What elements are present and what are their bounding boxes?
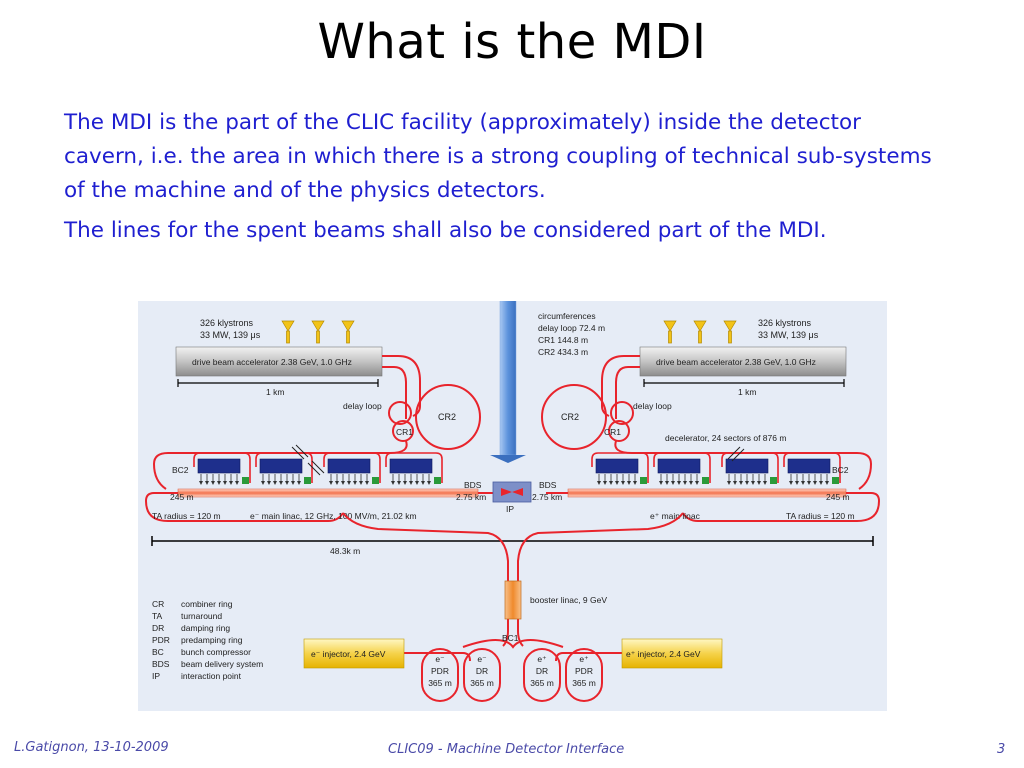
decelerator-modules xyxy=(193,452,841,485)
delay-loop-label-right: delay loop xyxy=(633,401,672,411)
ring-label: 365 m xyxy=(530,678,554,688)
klystron-icons-left xyxy=(281,320,355,344)
legend-abbreviation: BDS xyxy=(152,659,170,669)
delay-loop-label-left: delay loop xyxy=(343,401,382,411)
bc2-label-right: BC2 xyxy=(832,465,849,475)
slide-title: What is the MDI xyxy=(317,14,707,70)
footer-author-date: L.Gatignon, 13-10-2009 xyxy=(14,740,169,755)
bc2-label-left: BC2 xyxy=(172,465,189,475)
legend-abbreviation: BC xyxy=(152,647,164,657)
drive-beam-label-right: drive beam accelerator 2.38 GeV, 1.0 GHz xyxy=(656,357,816,367)
right-drive-beam-complex: circumferences delay loop 72.4 m CR1 144… xyxy=(538,311,872,465)
left-drive-beam-complex: 326 klystrons 33 MW, 139 μs drive beam a… xyxy=(153,318,481,465)
scale-1km-right: 1 km xyxy=(738,387,756,397)
decelerator-module xyxy=(591,452,649,485)
legend-description: bunch compressor xyxy=(181,647,251,657)
cr1-label-left: CR1 xyxy=(396,427,413,437)
klystron-count-left: 326 klystrons xyxy=(200,318,254,328)
legend-abbreviation: TA xyxy=(152,611,163,621)
legend-description: interaction point xyxy=(181,671,242,681)
ring-label: 365 m xyxy=(572,678,596,688)
legend-description: turnaround xyxy=(181,611,222,621)
booster-linac-label: booster linac, 9 GeV xyxy=(530,595,607,605)
cr1-label-right: CR1 xyxy=(604,427,621,437)
circumferences-title: circumferences xyxy=(538,311,596,321)
clic-layout-diagram: 326 klystrons 33 MW, 139 μs drive beam a… xyxy=(138,301,887,711)
bds-length-left: 2.75 km xyxy=(456,492,486,502)
booster-linac xyxy=(504,580,522,620)
ring-label: 365 m xyxy=(428,678,452,688)
electron-injector-label: e⁻ injector, 2.4 GeV xyxy=(311,649,386,659)
ring-label: 365 m xyxy=(470,678,494,688)
footer-event: CLIC09 - Machine Detector Interface xyxy=(388,742,625,757)
circumference-cr1: CR1 144.8 m xyxy=(538,335,588,345)
bds-label-left: BDS xyxy=(464,480,482,490)
legend-description: predamping ring xyxy=(181,635,243,645)
drive-beam-label-left: drive beam accelerator 2.38 GeV, 1.0 GHz xyxy=(192,357,352,367)
decelerator-module xyxy=(193,452,251,485)
legend-abbreviation: CR xyxy=(152,599,164,609)
positron-injector-label: e⁺ injector, 2.4 GeV xyxy=(626,649,701,659)
positron-injector xyxy=(621,638,723,669)
legend-description: damping ring xyxy=(181,623,230,633)
break-marks xyxy=(291,444,745,476)
bds-label-right: BDS xyxy=(539,480,557,490)
main-linac-left xyxy=(177,488,479,498)
klystron-count-right: 326 klystrons xyxy=(758,318,812,328)
overall-length-scale: 48.3k m xyxy=(151,536,874,556)
circumference-cr2: CR2 434.3 m xyxy=(538,347,588,357)
length-245m-left: 245 m xyxy=(170,492,194,502)
cr2-label-left: CR2 xyxy=(438,412,456,422)
ring-label: PDR xyxy=(431,666,449,676)
decelerator-label: decelerator, 24 sectors of 876 m xyxy=(665,433,786,443)
main-linacs: BDS 2.75 km BDS 2.75 km IP BC2 BC2 245 m… xyxy=(144,463,881,522)
main-linac-right xyxy=(567,488,847,498)
legend-description: combiner ring xyxy=(181,599,233,609)
main-linac-left-label: e⁻ main linac, 12 GHz, 100 MV/m, 21.02 k… xyxy=(250,511,417,521)
legend-abbreviation: PDR xyxy=(152,635,170,645)
circumference-delay-loop: delay loop 72.4 m xyxy=(538,323,605,333)
bc1-label: BC1 xyxy=(502,633,519,643)
klystron-power-right: 33 MW, 139 μs xyxy=(758,330,819,340)
total-length-label: 48.3k m xyxy=(330,546,360,556)
bds-length-right: 2.75 km xyxy=(532,492,562,502)
ip-label: IP xyxy=(506,504,514,514)
ring-label: e⁻ xyxy=(477,654,487,664)
decelerator-module xyxy=(255,452,313,485)
decelerator-module xyxy=(721,452,779,485)
injector-complex: booster linac, 9 GeV BC1 e⁻ injector, 2.… xyxy=(303,512,723,702)
ring-label: e⁺ xyxy=(579,654,589,664)
cr2-label-right: CR2 xyxy=(561,412,579,422)
ring-label: e⁻ xyxy=(435,654,445,664)
ta-radius-left: TA radius = 120 m xyxy=(152,511,221,521)
decelerator-module xyxy=(323,452,381,485)
spent-beams-text: The lines for the spent beams shall also… xyxy=(64,218,827,243)
electron-injector xyxy=(303,638,405,669)
ring-label: DR xyxy=(536,666,548,676)
klystron-power-left: 33 MW, 139 μs xyxy=(200,330,261,340)
drive-beam-accelerator-left xyxy=(175,346,383,377)
ta-radius-right: TA radius = 120 m xyxy=(786,511,855,521)
ip-pointer-arrow xyxy=(490,301,526,463)
mdi-definition-text: The MDI is the part of the CLIC facility… xyxy=(64,110,932,203)
scale-1km-left: 1 km xyxy=(266,387,284,397)
klystron-icons-right xyxy=(663,320,737,344)
decelerator-module xyxy=(783,452,841,485)
length-245m-right: 245 m xyxy=(826,492,850,502)
ring-label: PDR xyxy=(575,666,593,676)
legend-abbreviation: IP xyxy=(152,671,160,681)
decelerator-module xyxy=(653,452,711,485)
decelerator-module xyxy=(385,452,443,485)
ring-label: DR xyxy=(476,666,488,676)
legend-abbreviation: DR xyxy=(152,623,164,633)
legend-description: beam delivery system xyxy=(181,659,263,669)
ring-label: e⁺ xyxy=(537,654,547,664)
drive-beam-accelerator-right xyxy=(639,346,847,377)
main-linac-right-label: e⁺ main linac xyxy=(650,511,701,521)
page-number: 3 xyxy=(997,742,1006,757)
